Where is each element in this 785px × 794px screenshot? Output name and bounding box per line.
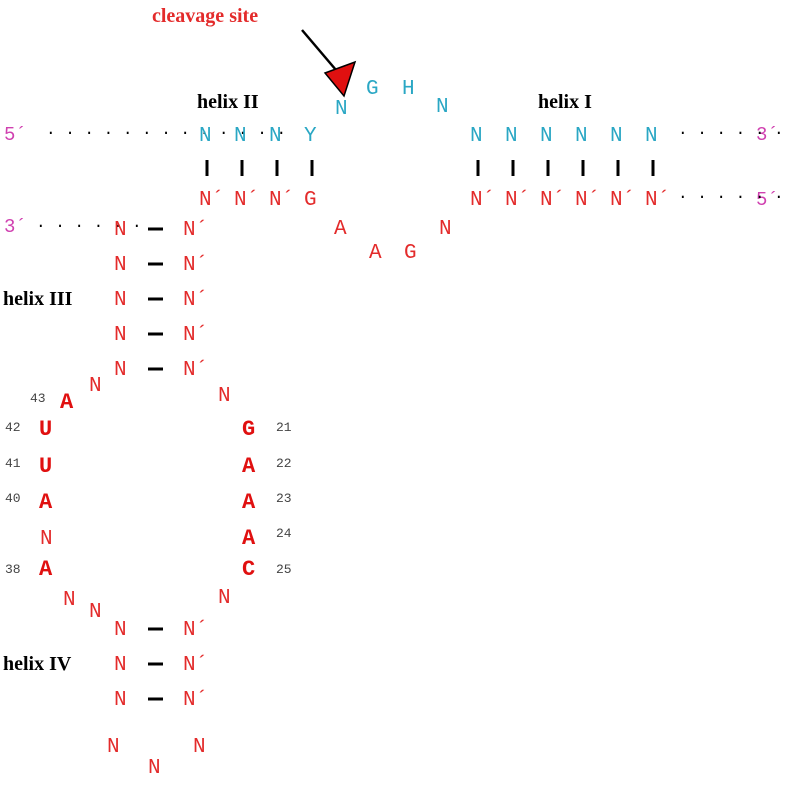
- position-number: 24: [276, 526, 292, 541]
- cleavage-arrow-shaft: [301, 29, 337, 71]
- helix-3-left-nt: N: [114, 359, 127, 382]
- position-number: 22: [276, 456, 292, 471]
- ribozyme-helix2-nt: N´: [234, 189, 259, 212]
- ribozyme-helix1-nt: N´: [470, 189, 495, 212]
- tetraloop-nt: N: [107, 736, 120, 759]
- substrate-cleavage-nt: G: [366, 78, 379, 101]
- substrate-helix1-nt: N: [470, 125, 483, 148]
- helix-1-label: helix I: [538, 91, 592, 113]
- ribozyme-helix2-nt: N´: [199, 189, 224, 212]
- dots-bottom-left: · · · · · ·: [36, 217, 142, 235]
- left-loop-nt: N: [63, 589, 76, 612]
- ribozyme-core-nt: N: [439, 218, 452, 241]
- left-conserved-nt: U: [39, 417, 52, 442]
- right-conserved-nt: C: [242, 557, 255, 582]
- ribozyme-helix2-nt: N´: [269, 189, 294, 212]
- substrate-helix2-nt: Y: [304, 125, 317, 148]
- ribozyme-helix1-nt: N´: [645, 189, 670, 212]
- substrate-helix1-nt: N: [540, 125, 553, 148]
- helix-3-left-nt: N: [114, 289, 127, 312]
- substrate-helix2-nt: N: [269, 125, 282, 148]
- right-conserved-nt: G: [242, 417, 255, 442]
- substrate-cleavage-nt: N: [335, 98, 348, 121]
- position-number: 40: [5, 491, 21, 506]
- dots-top-left: · · · · · · · · · · · · ·: [46, 124, 286, 142]
- tetraloop-nt: N: [193, 736, 206, 759]
- position-number: 25: [276, 562, 292, 577]
- helix-3-right-nt: N´: [183, 219, 208, 242]
- helix-4-base-pairs: [148, 627, 163, 701]
- right-conserved-nt: A: [242, 454, 256, 479]
- dots-bottom-right: · · · · · ·: [678, 188, 784, 206]
- substrate-3-prime-end: 3´: [756, 124, 779, 146]
- helix-3-left-nt: N: [114, 219, 127, 242]
- position-number: 43: [30, 391, 46, 406]
- position-number: 23: [276, 491, 292, 506]
- cleavage-arrowhead: [323, 60, 357, 98]
- position-number: 21: [276, 420, 292, 435]
- dots-top-right: · · · · · ·: [678, 124, 784, 142]
- ribozyme-helix1-nt: N´: [610, 189, 635, 212]
- ribozyme-helix1-nt: N´: [540, 189, 565, 212]
- left-loop-nt: N: [89, 375, 102, 398]
- helix-3-right-nt: N´: [183, 289, 208, 312]
- ribozyme-core-nt: A: [334, 218, 347, 241]
- right-conserved-nt: A: [242, 526, 256, 551]
- substrate-helix1-nt: N: [505, 125, 518, 148]
- helix-4-right-nt: N´: [183, 689, 208, 712]
- ribozyme-helix1-nt: N´: [575, 189, 600, 212]
- right-conserved-nt: A: [242, 490, 256, 515]
- helix-2-label: helix II: [197, 91, 259, 113]
- helix-2-base-pairs: [205, 160, 314, 176]
- substrate-helix1-nt: N: [645, 125, 658, 148]
- helix-3-base-pairs: [148, 227, 163, 371]
- substrate-helix1-nt: N: [610, 125, 623, 148]
- ribozyme-helix1-nt: N´: [505, 189, 530, 212]
- ribozyme-core-nt: G: [404, 242, 417, 265]
- helix-3-left-nt: N: [114, 324, 127, 347]
- helix-4-label: helix IV: [3, 653, 72, 675]
- helix-3-label: helix III: [3, 288, 73, 310]
- position-number: 38: [5, 562, 21, 577]
- tetraloop-nt: N: [148, 757, 161, 780]
- helix-3-left-nt: N: [114, 254, 127, 277]
- lower-left-nt: N: [114, 619, 127, 642]
- left-conserved-nt: N: [40, 528, 53, 551]
- helix-3-right-nt: N´: [183, 254, 208, 277]
- left-conserved-nt: A: [39, 490, 53, 515]
- lower-right-nt: N: [218, 587, 231, 610]
- position-number: 42: [5, 420, 21, 435]
- substrate-cleavage-nt: H: [402, 78, 415, 101]
- left-conserved-nt: A: [39, 557, 53, 582]
- helix-4-left-nt: N: [114, 654, 127, 677]
- substrate-helix2-nt: N: [234, 125, 247, 148]
- substrate-5-prime-end: 5´: [4, 124, 27, 146]
- left-conserved-nt: U: [39, 454, 52, 479]
- position-number: 41: [5, 456, 21, 471]
- ribozyme-helix2-nt: G: [304, 189, 317, 212]
- lower-left-nt: N: [89, 601, 102, 624]
- helix-1-base-pairs: [476, 160, 655, 176]
- substrate-cleavage-nt: N: [436, 96, 449, 119]
- right-top-nt: N: [218, 385, 231, 408]
- substrate-helix1-nt: N: [575, 125, 588, 148]
- helix-3-right-nt: N´: [183, 359, 208, 382]
- substrate-helix2-nt: N: [199, 125, 212, 148]
- helix-4-right-nt: N´: [183, 619, 208, 642]
- left-conserved-nt: A: [60, 390, 74, 415]
- helix-3-right-nt: N´: [183, 324, 208, 347]
- helix-4-right-nt: N´: [183, 654, 208, 677]
- cleavage-site-label: cleavage site: [152, 5, 258, 27]
- ribozyme-core-nt: A: [369, 242, 382, 265]
- helix-4-left-nt: N: [114, 689, 127, 712]
- ribozyme-3-prime-end: 3´: [4, 216, 27, 238]
- ribozyme-5-prime-end: 5´: [756, 189, 779, 211]
